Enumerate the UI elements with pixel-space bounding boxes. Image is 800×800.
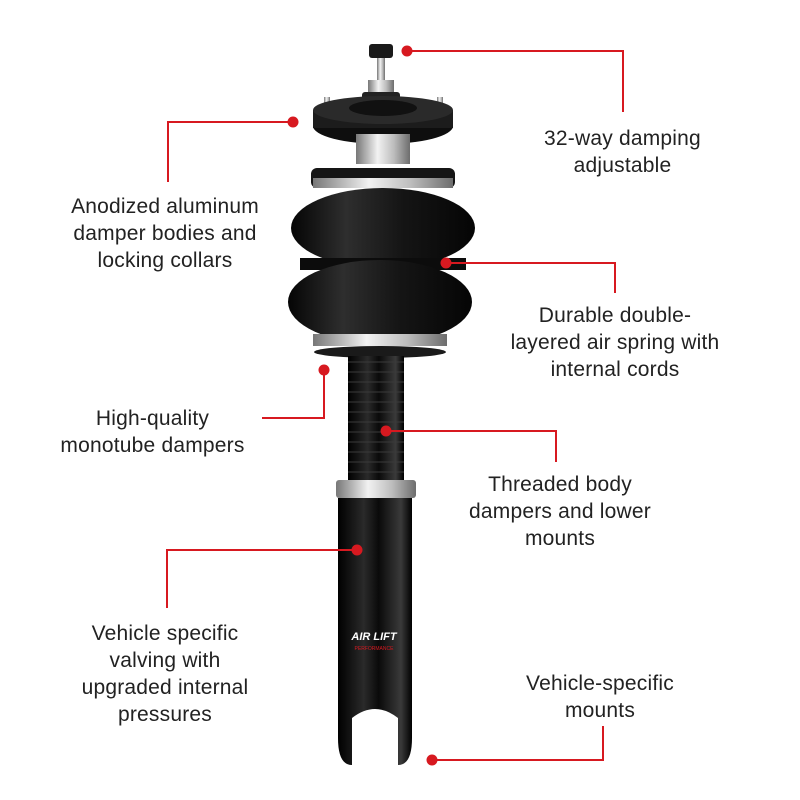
callout-leaders [166, 50, 624, 761]
leader-threaded [386, 430, 557, 462]
leader-valving [166, 549, 357, 608]
callout-air-spring: Durable double- layered air spring with … [510, 304, 720, 381]
dot-threaded [380, 425, 392, 437]
leader-damping [407, 50, 624, 112]
callout-monotube: High-quality monotube dampers [60, 407, 245, 457]
callout-valving: Vehicle specific valving with upgraded i… [81, 622, 249, 726]
threaded-damper-body [348, 356, 404, 484]
dot-aluminum [287, 116, 299, 128]
coilover-shock-illustration: AIR LIFT PERFORMANCE [288, 44, 475, 765]
leader-mounts [432, 726, 604, 761]
locking-collar [336, 480, 416, 498]
callout-dots [287, 45, 452, 766]
callout-mounts: Vehicle-specific mounts [526, 672, 674, 722]
callout-aluminum: Anodized aluminum damper bodies and lock… [71, 195, 259, 272]
svg-text:AIR LIFT: AIR LIFT [350, 631, 397, 643]
dot-mounts [426, 754, 438, 766]
dot-damping [401, 45, 413, 57]
leader-monotube [262, 370, 325, 419]
callout-damping: 32-way damping adjustable [544, 127, 701, 177]
brand-mark: AIR LIFT PERFORMANCE [350, 631, 397, 652]
svg-text:PERFORMANCE: PERFORMANCE [355, 646, 395, 652]
leader-air-spring [446, 262, 616, 293]
lower-damper-body [338, 498, 412, 765]
adjuster-knob [369, 44, 393, 58]
dot-monotube [318, 364, 330, 376]
dot-valving [351, 544, 363, 556]
callout-threaded: Threaded body dampers and lower mounts [469, 473, 651, 550]
dot-air-spring [440, 257, 452, 269]
leader-aluminum [167, 121, 293, 182]
air-spring-bellows [288, 168, 475, 358]
top-mount-plate [313, 96, 453, 144]
